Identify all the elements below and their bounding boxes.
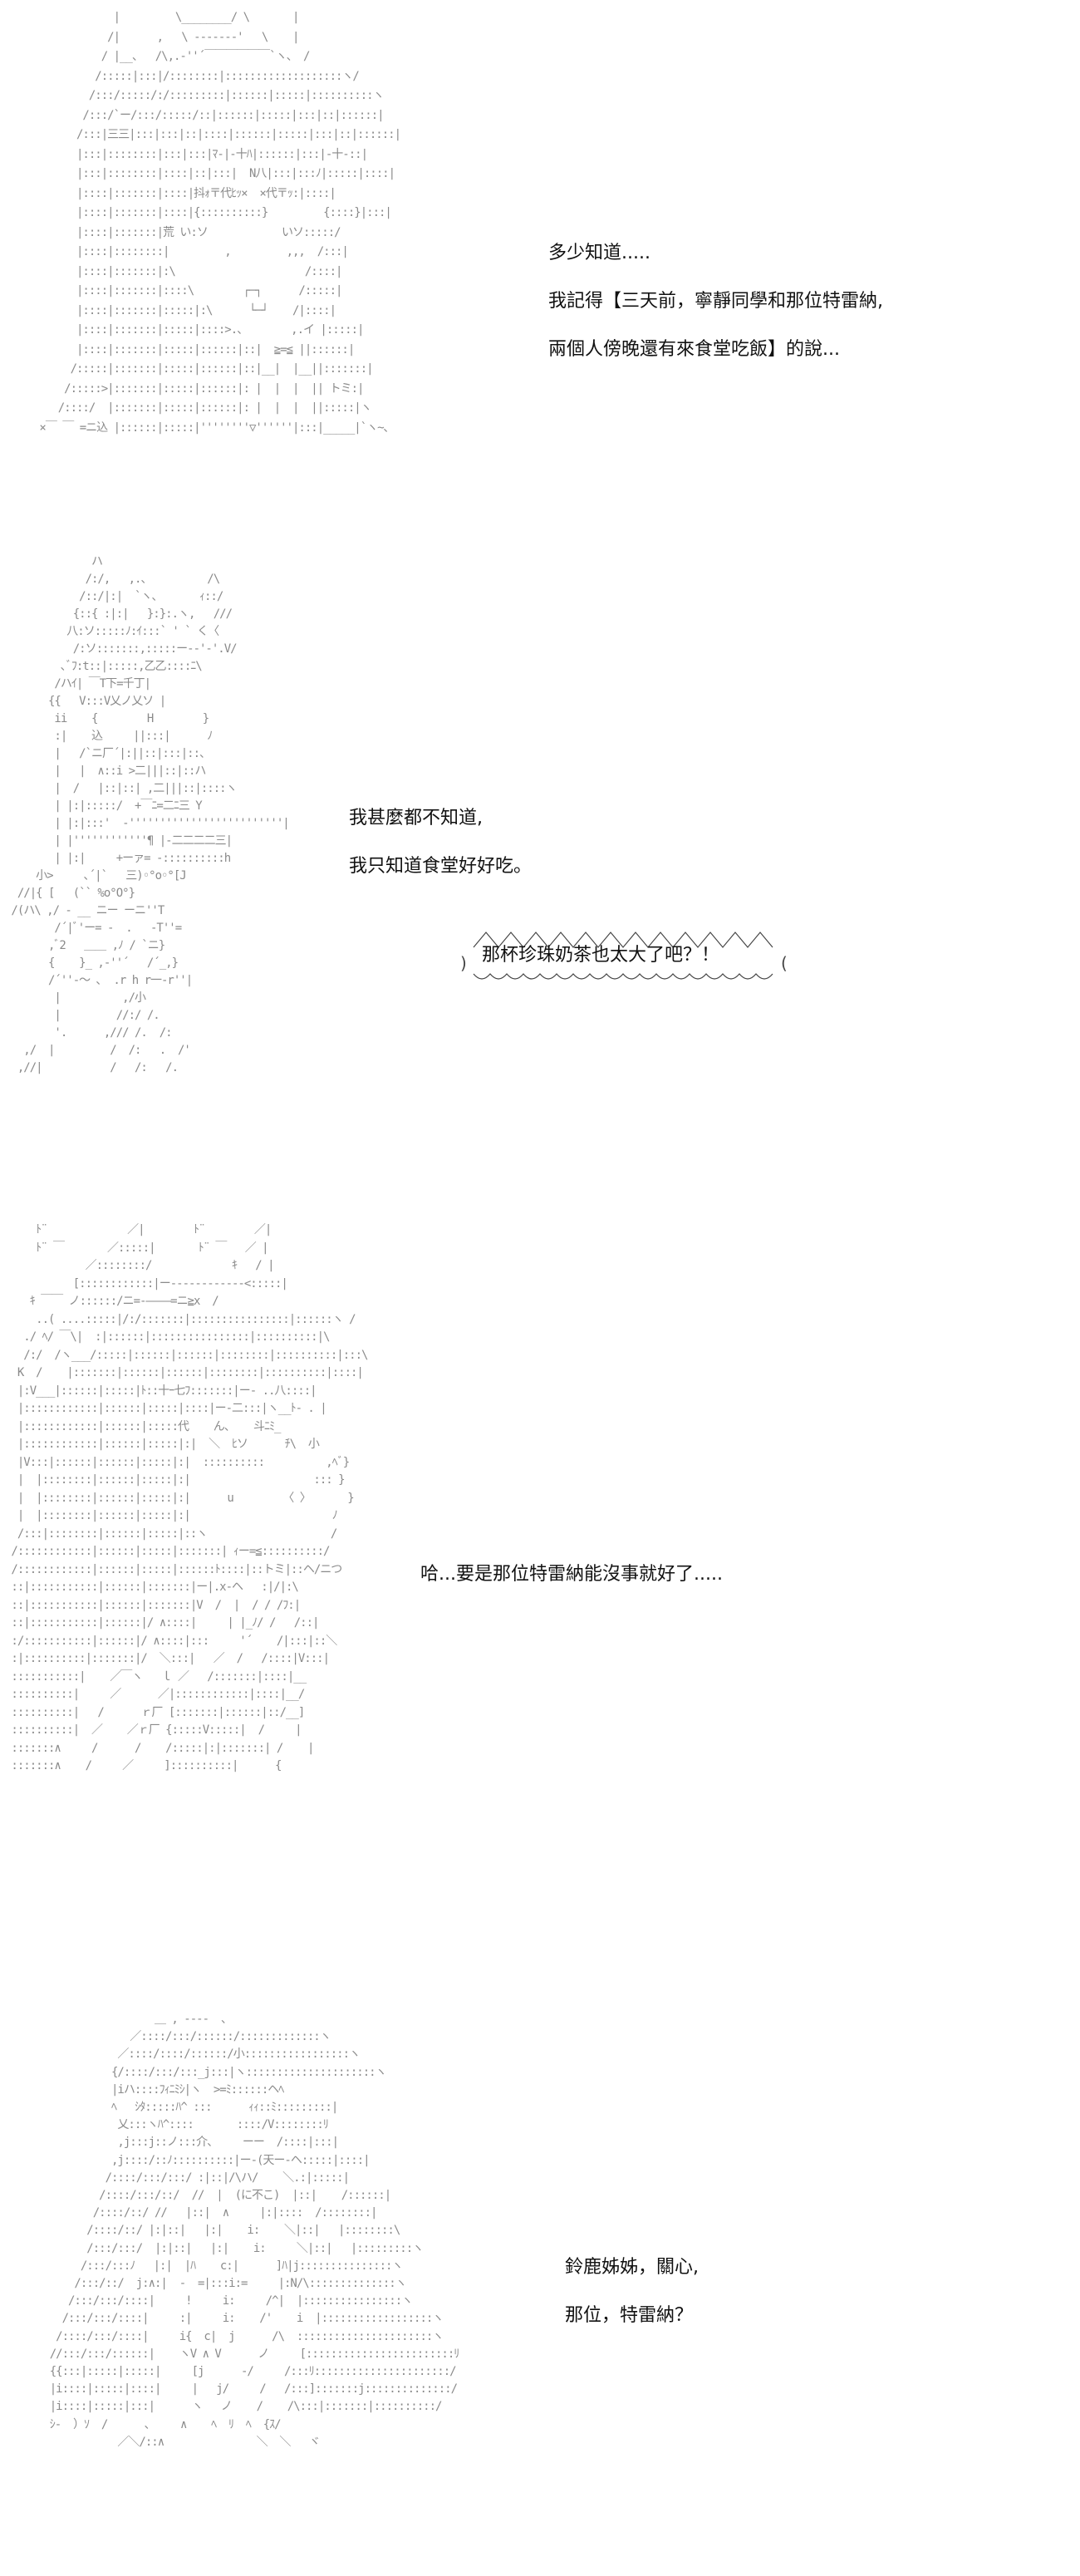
panel-2: ハ /:/, ,.、 /\ /::/|:| `ヽ、 ｨ::/ {::{ :|:|… [0, 548, 1080, 1197]
dialog-line: 多少知道..... [548, 243, 650, 263]
dialog-line: 鈴鹿姊姊，關心, [565, 2257, 699, 2278]
ascii-art-girl-1: | \________/ \ | /| , \ ‐--‐‐‐‐' \ | / |… [39, 11, 401, 435]
shout-text: 那杯珍珠奶茶也太大了吧？！ [482, 945, 720, 966]
ascii-art-girl-2: ハ /:/, ,.、 /\ /::/|:| `ヽ、 ｨ::/ {::{ :|:|… [11, 555, 289, 1074]
dialog-line: 我甚麼都不知道, [349, 808, 483, 828]
dialog-panel-4: 鈴鹿姊姊，關心, 那位，特雷納？ [565, 2244, 699, 2340]
dialog-line: 哈...要是那位特雷納能沒事就好了..... [420, 1564, 723, 1585]
dialog-line: 我記得【三天前，寧靜同學和那位特雷納, [548, 291, 883, 312]
spiky-bubble-outline: ) ( [460, 932, 788, 980]
svg-text:(: ( [781, 953, 788, 973]
dialog-line: 我只知道食堂好好吃。 [349, 856, 533, 877]
panel-1: | \________/ \ | /| , \ ‐--‐‐‐‐' \ | / |… [0, 0, 1080, 548]
dialog-line: 兩個人傍晚還有來食堂吃飯】的說... [548, 339, 840, 360]
dialog-panel-3: 哈...要是那位特雷納能沒事就好了..... [420, 1551, 723, 1599]
dialog-line: 那位，特雷納？ [565, 2305, 694, 2326]
dialog-panel-2: 我甚麼都不知道, 我只知道食堂好好吃。 [349, 794, 532, 891]
ascii-art-girl-4: ＿ , -‐‐‐ 、 ／::::/:::/::::::/::::::::::::… [49, 2013, 460, 2449]
dialog-panel-1: 多少知道..... 我記得【三天前，寧靜同學和那位特雷納, 兩個人傍晚還有來食堂… [548, 229, 883, 374]
shout-bubble: ) ( 那杯珍珠奶茶也太大了吧？！ [449, 914, 798, 997]
panel-4: ＿ , -‐‐‐ 、 ／::::/:::/::::::/::::::::::::… [0, 1978, 1080, 2576]
svg-text:): ) [460, 953, 467, 973]
panel-3: ﾄ¨ ／| ﾄ¨ ／| ﾄ¨ ￣ ／:::::| ﾄ¨ ￣ ／ | ／:::::… [0, 1197, 1080, 1978]
ascii-art-girl-3: ﾄ¨ ／| ﾄ¨ ／| ﾄ¨ ￣ ／:::::| ﾄ¨ ￣ ／ | ／:::::… [11, 1223, 368, 1772]
